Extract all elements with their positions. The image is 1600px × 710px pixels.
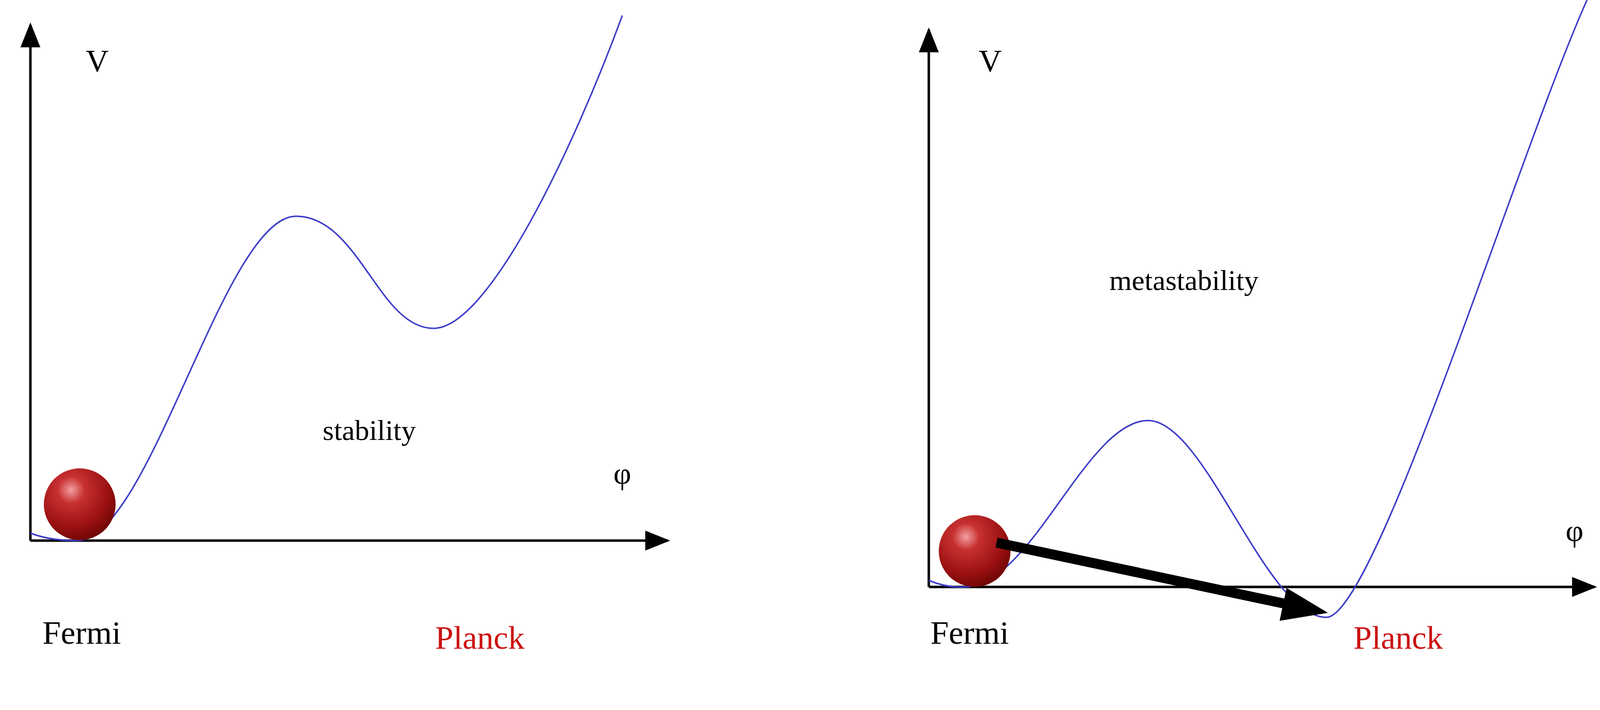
region-label: stability bbox=[322, 416, 417, 445]
left-axes bbox=[30, 24, 668, 541]
right-axes bbox=[928, 29, 1595, 587]
vacuum-ball bbox=[938, 515, 1011, 587]
stable-potential-curve bbox=[30, 15, 623, 541]
scale-label: Fermi bbox=[42, 616, 122, 650]
region-label: metastability bbox=[1109, 266, 1259, 295]
axis-label: φ bbox=[1565, 515, 1584, 547]
axis-label: V bbox=[978, 45, 1002, 78]
axis-label: V bbox=[85, 45, 109, 78]
metastable-potential-curve bbox=[928, 0, 1588, 618]
tunneling-arrow bbox=[996, 542, 1328, 621]
vacuum-ball bbox=[43, 468, 116, 541]
scale-label: Fermi bbox=[930, 616, 1010, 650]
scale-label: Planck bbox=[435, 621, 525, 655]
scale-label: Planck bbox=[1353, 621, 1444, 655]
axis-label: φ bbox=[613, 457, 632, 489]
